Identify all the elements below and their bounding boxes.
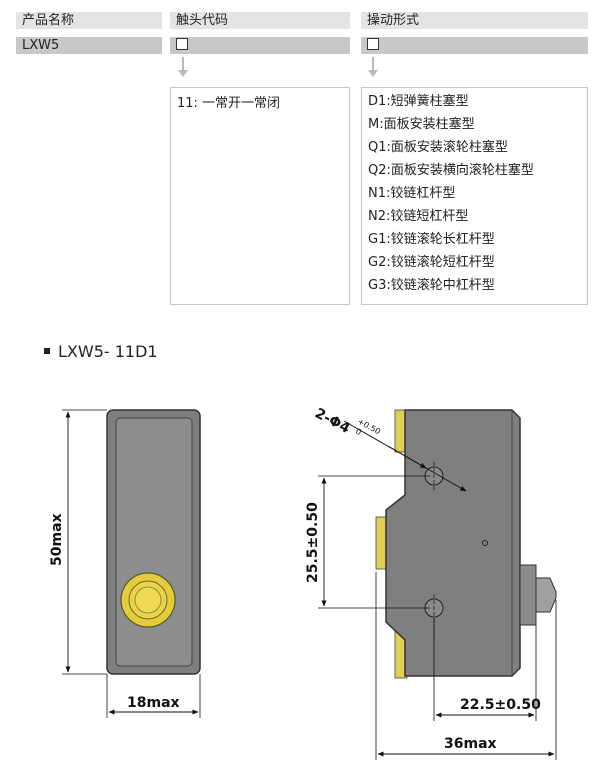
switch-body-front [106,409,201,675]
header-product-name: 产品名称 [16,12,162,29]
side-plunger-base [519,564,537,626]
length-dimension-label: 36max [444,736,497,752]
hole-spacing-label: 25.5±0.50 [305,502,321,583]
actuator-option: M:面板安装柱塞型 [368,117,475,132]
plunger-button [120,572,176,628]
hole-tolerance-upper: +0.50 [356,417,382,436]
down-arrow-icon [178,70,188,77]
down-arrow-line [372,57,374,71]
bullet-square-icon [44,348,50,354]
plunger-center [134,586,162,614]
screw-mark [481,539,489,547]
header-label: 产品名称 [22,13,75,28]
down-arrow-line [182,57,184,71]
width-dimension-label: 18max [127,695,180,711]
actuator-option: G2:铰链滚轮短杠杆型 [368,255,495,270]
header-label: 操动形式 [367,13,420,28]
actuator-option: Q2:面板安装横向滚轮柱塞型 [368,163,534,178]
front-view: 50max 18max [49,409,201,718]
header-label: 触头代码 [176,13,229,28]
actuator-option: Q1:面板安装滚轮柱塞型 [368,140,508,155]
side-view: 2-Φ4 +0.50 0 25.5±0.50 22.5±0.50 36max [305,405,557,760]
actuator-option: G3:铰链滚轮中杠杆型 [368,278,495,293]
side-plunger-tip [535,577,557,613]
hole-leader-line [387,445,427,469]
actuator-options-panel: D1:短弹簧柱塞型 M:面板安装柱塞型 Q1:面板安装滚轮柱塞型 Q2:面板安装… [361,87,588,305]
terminal-pad [394,627,408,679]
actuator-option: N1:铰链杠杆型 [368,186,456,201]
mounting-hole-top [424,466,444,486]
terminal-pad [375,516,389,570]
switch-body-side [385,409,521,677]
placeholder-box-icon [176,38,188,50]
header-actuator-type: 操动形式 [361,12,588,29]
height-dimension-label: 50max [49,513,65,566]
actuator-option: G1:铰链滚轮长杠杆型 [368,232,495,247]
model-heading-text: LXW5- 11D1 [58,342,158,361]
contact-option: 11: 一常开一常闭 [177,96,281,111]
header-contact-code: 触头代码 [170,12,350,29]
offset-dimension-label: 22.5±0.50 [460,697,541,713]
actuator-type-slot [361,37,588,54]
plunger-ring [128,580,168,620]
mounting-hole-bottom [424,598,444,618]
placeholder-box-icon [367,38,379,50]
hole-tolerance-lower: 0 [354,427,363,437]
hole-leader-line [343,420,467,492]
product-value: LXW5 [16,37,162,54]
product-code: LXW5 [22,38,60,53]
model-heading: LXW5- 11D1 [44,343,158,361]
actuator-option: D1:短弹簧柱塞型 [368,94,469,109]
terminal-pad [394,409,408,453]
actuator-option: N2:铰链短杠杆型 [368,209,469,224]
down-arrow-icon [368,70,378,77]
switch-face-inset [115,417,193,667]
contact-code-slot [170,37,350,54]
hole-dimension-label: 2-Φ4 [312,405,353,437]
contact-options-panel: 11: 一常开一常闭 [170,87,350,305]
